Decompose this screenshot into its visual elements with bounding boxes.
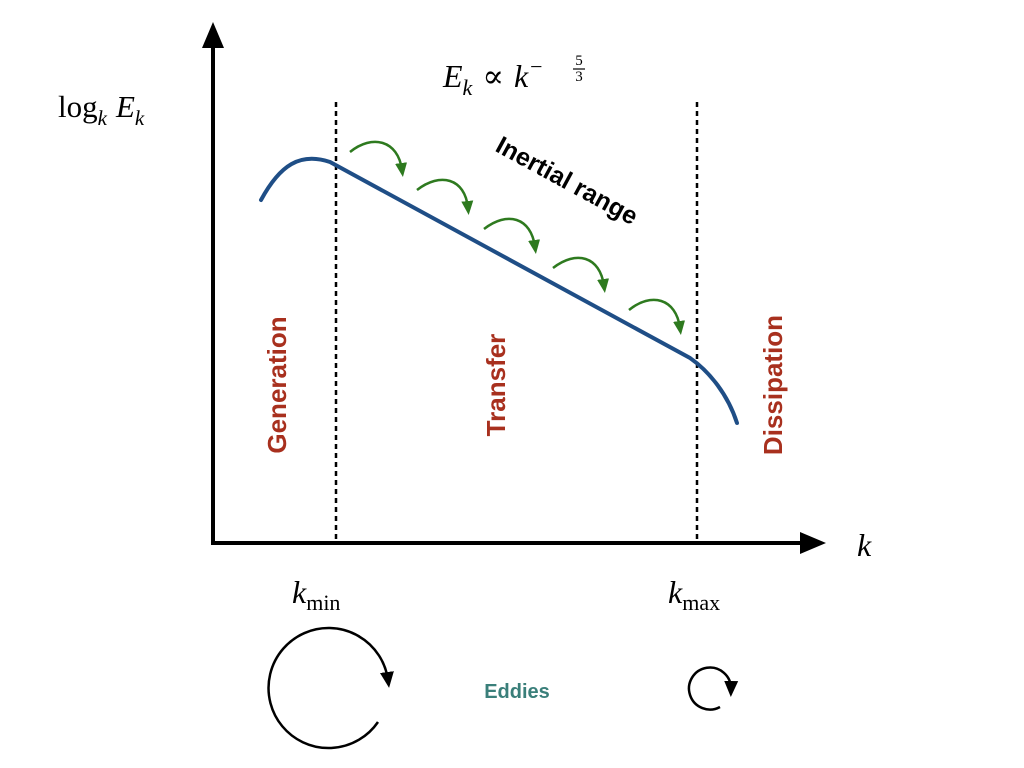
y-label-var-sub: k bbox=[135, 106, 145, 130]
y-label-var: E bbox=[115, 89, 135, 124]
eddies-label: Eddies bbox=[484, 681, 550, 703]
cascade-arrows bbox=[349, 140, 686, 335]
x-axis-arrowhead bbox=[800, 532, 826, 554]
y-axis-arrowhead bbox=[202, 22, 224, 48]
formula-exp-numerator: 5 bbox=[575, 53, 583, 69]
axes bbox=[202, 22, 826, 554]
formula-exp-denominator: 3 bbox=[575, 69, 583, 85]
power-law-formula: Ek∝k− 5 3 bbox=[442, 53, 585, 100]
formula-base: k bbox=[514, 58, 529, 94]
transfer-label: Transfer bbox=[481, 334, 511, 437]
energy-spectrum-curve bbox=[259, 156, 739, 425]
k-min-sub: min bbox=[306, 590, 340, 615]
k-min-label: kmin bbox=[292, 574, 340, 615]
small-eddy-icon bbox=[687, 666, 739, 711]
cascade-arrow bbox=[552, 256, 610, 293]
formula-lhs-sub: k bbox=[463, 75, 474, 100]
dissipation-label: Dissipation bbox=[758, 315, 788, 455]
y-label-log-sub: k bbox=[98, 106, 108, 130]
generation-label: Generation bbox=[262, 316, 292, 453]
k-min-var: k bbox=[292, 574, 307, 610]
svg-text:Ek∝k−: Ek∝k− bbox=[442, 54, 543, 100]
cascade-arrow bbox=[349, 140, 408, 177]
k-max-sub: max bbox=[682, 590, 720, 615]
large-eddy-icon bbox=[267, 626, 394, 750]
formula-exp-sign: − bbox=[530, 54, 542, 79]
y-label-log: log bbox=[58, 89, 98, 124]
k-max-label: kmax bbox=[668, 574, 720, 615]
formula-relation: ∝ bbox=[482, 58, 504, 94]
formula-lhs: E bbox=[442, 58, 463, 94]
x-axis-label: k bbox=[857, 527, 872, 563]
cascade-arrow bbox=[483, 217, 541, 254]
cascade-arrow bbox=[628, 298, 686, 335]
k-max-var: k bbox=[668, 574, 683, 610]
cascade-arrow bbox=[416, 178, 474, 215]
inertial-range-label: Inertial range bbox=[491, 131, 642, 231]
